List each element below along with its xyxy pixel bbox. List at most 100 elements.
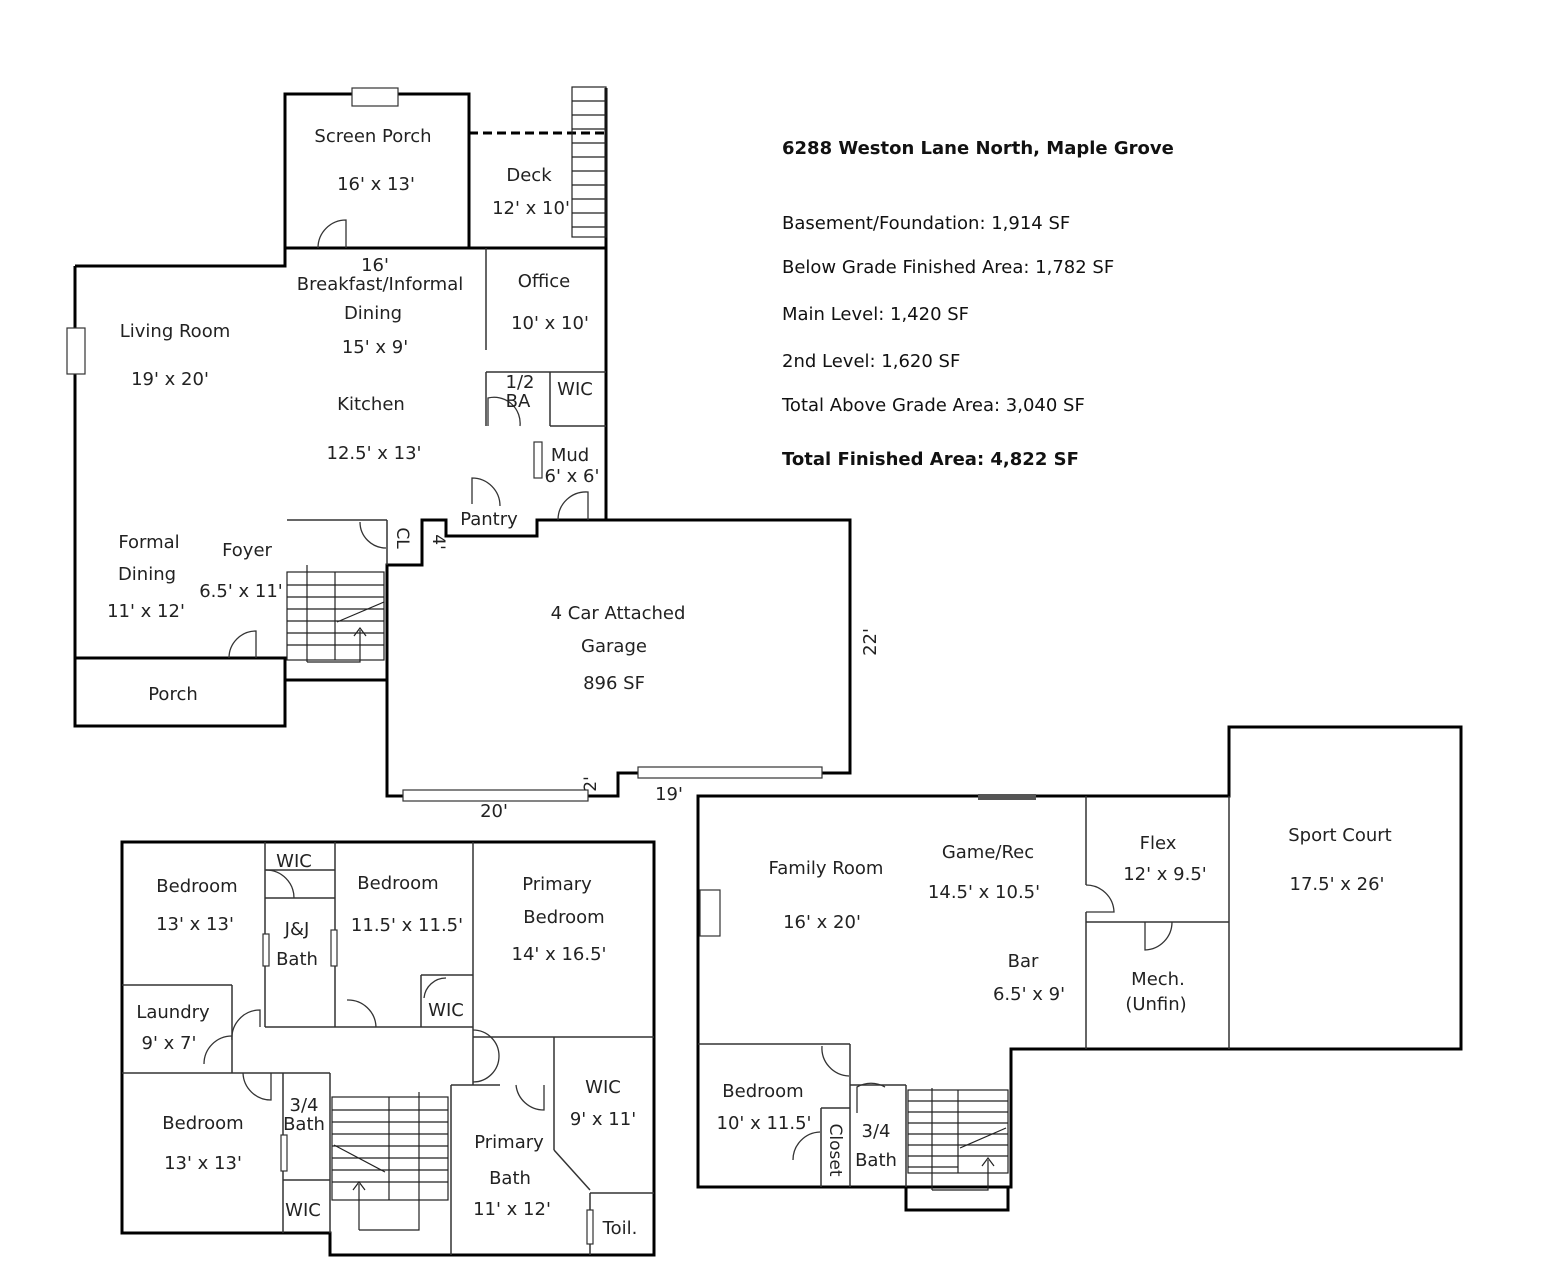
breakfast-label-1: Breakfast/Informal: [297, 274, 463, 295]
lower-closet-label: Closet: [825, 1124, 845, 1177]
mud-dim: 6' x 6': [545, 466, 600, 487]
lower-stairs: [907, 1088, 1009, 1191]
porch-door: [317, 219, 347, 249]
toilet-door: [586, 1209, 594, 1245]
foyer-dim: 6.5' x 11': [199, 581, 283, 602]
lower-stair-bump: [904, 1187, 1010, 1212]
flex-dim: 12' x 9.5': [1123, 864, 1207, 885]
area-second-level: 2nd Level: 1,620 SF: [782, 351, 961, 372]
flex-label: Flex: [1140, 833, 1177, 854]
closet-door: [359, 521, 387, 549]
wic1-door: [265, 869, 295, 899]
pantry-door: [471, 477, 501, 507]
jj-door-left: [262, 933, 270, 967]
garage-area: 896 SF: [583, 673, 645, 694]
wic1-label: WIC: [276, 851, 312, 872]
deck-stairs: [571, 86, 607, 238]
garage-width-right-dim: 19': [655, 784, 683, 805]
office-label: Office: [518, 271, 571, 292]
half-bath-label-2: BA: [506, 391, 531, 412]
kitchen-label: Kitchen: [337, 394, 405, 415]
screen-porch-label: Screen Porch: [314, 126, 431, 147]
front-door: [228, 630, 257, 659]
primary-bath-door: [515, 1084, 545, 1111]
wic3-label: WIC: [285, 1200, 321, 1221]
mech-label-1: Mech.: [1131, 969, 1185, 990]
garage-label-1: 4 Car Attached: [551, 603, 686, 624]
mud-door-slider: [533, 441, 543, 479]
lower-floor-outline: [696, 725, 1463, 1210]
lower-window: [978, 794, 1036, 800]
lower-bath34-label-2: Bath: [855, 1150, 897, 1171]
primary-wic-dim: 9' x 11': [570, 1109, 636, 1130]
lower-bedroom-door: [821, 1045, 850, 1077]
half-bath-door: [487, 396, 521, 427]
half-bath-label-1: 1/2: [506, 372, 535, 393]
jj-bath-label-1: J&J: [284, 919, 310, 940]
bedroom3-label: Bedroom: [162, 1113, 243, 1134]
jj-bath-label-2: Bath: [276, 949, 318, 970]
main-floor: Screen Porch 16' x 13' Deck 12' x 10' 16…: [66, 86, 881, 822]
jj-door-right: [330, 929, 338, 967]
closet-label: CL: [392, 527, 412, 549]
bath34-door: [280, 1134, 288, 1172]
garage-door-right: [637, 766, 823, 779]
bedroom1-dim: 13' x 13': [156, 914, 234, 935]
game-rec-dim: 14.5' x 10.5': [928, 882, 1040, 903]
garage-label-2: Garage: [581, 636, 647, 657]
laundry-label: Laundry: [136, 1002, 210, 1023]
upper-bath34-label-2: Bath: [283, 1114, 325, 1135]
formal-dining-label-1: Formal: [118, 532, 179, 553]
four-foot-dim: 4': [428, 534, 448, 550]
primary-door: [472, 1029, 500, 1083]
laundry-dim: 9' x 7': [142, 1033, 197, 1054]
bedroom2-label: Bedroom: [357, 873, 438, 894]
breakfast-dim: 15' x 9': [342, 337, 408, 358]
wic2-label: WIC: [428, 1000, 464, 1021]
office-dim: 10' x 10': [511, 313, 589, 334]
mech-door: [1144, 921, 1173, 951]
lower-closet-door: [792, 1131, 821, 1161]
lower-bath34-label-1: 3/4: [862, 1121, 891, 1142]
living-fireplace: [66, 327, 86, 375]
area-main-level: Main Level: 1,420 SF: [782, 304, 970, 325]
upper-floor-outline: [120, 840, 656, 1257]
primary-wic-label: WIC: [585, 1077, 621, 1098]
lower-bedroom-dim: 10' x 11.5': [717, 1113, 812, 1134]
laundry-door-b: [203, 1035, 233, 1065]
mech-label-2: (Unfin): [1125, 994, 1186, 1015]
bar-dim: 6.5' x 9': [993, 984, 1065, 1005]
area-total-above: Total Above Grade Area: 3,040 SF: [782, 395, 1085, 416]
upper-floor: Bedroom 13' x 13' WIC Bedroom 11.5' x 11…: [120, 840, 656, 1257]
primary-bath-dim: 11' x 12': [473, 1199, 551, 1220]
sport-court-label: Sport Court: [1288, 825, 1392, 846]
foyer-label: Foyer: [222, 540, 272, 561]
family-room-label: Family Room: [769, 858, 884, 879]
porch-label: Porch: [148, 684, 198, 705]
primary-bedroom-label-1: Primary: [522, 874, 592, 895]
main-wic-label: WIC: [557, 379, 593, 400]
bedroom3-door: [242, 1072, 272, 1101]
area-total-finished: Total Finished Area: 4,822 SF: [782, 449, 1079, 470]
upper-wall-s: [553, 1149, 591, 1191]
living-room-label: Living Room: [120, 321, 231, 342]
pantry-label: Pantry: [460, 509, 518, 530]
main-stairs: [286, 565, 385, 663]
breakfast-top-dim: 16': [361, 255, 389, 276]
garage-walls: [385, 518, 852, 798]
lower-bedroom-label: Bedroom: [722, 1081, 803, 1102]
garage-door-left: [402, 789, 589, 802]
bedroom2-dim: 11.5' x 11.5': [351, 915, 463, 936]
flex-door: [1085, 884, 1115, 913]
primary-bath-label-2: Bath: [489, 1168, 531, 1189]
screen-porch-window: [351, 87, 399, 107]
bedroom1-label: Bedroom: [156, 876, 237, 897]
bedroom2-door: [346, 999, 377, 1028]
area-below-grade: Below Grade Finished Area: 1,782 SF: [782, 257, 1115, 278]
garage-entry-door: [557, 491, 589, 521]
garage-width-left-dim: 20': [480, 801, 508, 822]
upper-stairs: [331, 1092, 449, 1231]
game-rec-label: Game/Rec: [942, 842, 1034, 863]
bar-label: Bar: [1008, 951, 1039, 972]
